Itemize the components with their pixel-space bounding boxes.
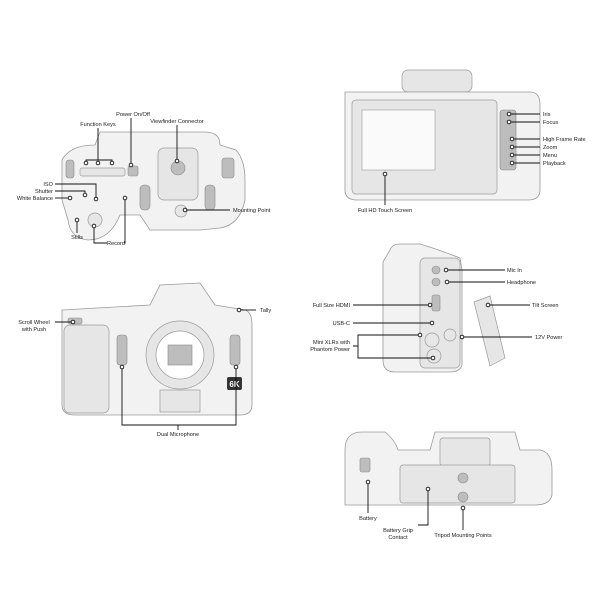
label-focus: Focus (543, 120, 558, 126)
label-12v-power: 12V Power (535, 335, 562, 341)
bottom-view (344, 431, 553, 506)
label-shutter: Shutter (35, 189, 53, 195)
label-usbc: USB-C (333, 321, 350, 327)
label-xlr-2: Phantom Power (310, 347, 350, 353)
label-power: Power On/Off (116, 112, 150, 118)
front-view: 6K (61, 282, 253, 416)
touch-screen (361, 109, 436, 171)
front-view-callouts: Tally Scroll Wheel with Push Dual Microp… (18, 307, 271, 438)
label-hdmi: Full Size HDMI (313, 303, 351, 309)
label-scroll-wheel-2: with Push (21, 327, 46, 333)
label-viewfinder-connector: Viewfinder Connector (150, 119, 204, 125)
bottom-view-callouts: Battery Battery Grip Contact Tripod Moun… (359, 479, 492, 541)
side-view (382, 243, 506, 373)
label-playback: Playback (543, 161, 566, 167)
label-tripod: Tripod Mounting Points (434, 533, 492, 539)
label-mic-in: Mic In (507, 268, 522, 274)
label-mounting-point: Mounting Point (233, 208, 271, 214)
6k-badge: 6K (229, 380, 239, 389)
tilt-screen (473, 295, 506, 367)
label-tilt-screen: Tilt Screen (532, 303, 559, 309)
label-battery: Battery (359, 516, 377, 522)
top-view-callouts: Function Keys Power On/Off Viewfinder Co… (17, 112, 271, 247)
back-view (344, 69, 541, 201)
label-iris: Iris (543, 112, 551, 118)
label-grip-contact-2: Contact (388, 535, 408, 541)
back-view-callouts: Iris Focus High Frame Rate Zoom Menu Pla… (358, 111, 586, 214)
label-stills: Stills (71, 235, 83, 241)
label-headphone: Headphone (507, 280, 536, 286)
label-touch-screen: Full HD Touch Screen (358, 208, 412, 214)
label-dual-microphone: Dual Microphone (157, 432, 199, 438)
label-zoom: Zoom (543, 145, 558, 151)
label-menu: Menu (543, 153, 557, 159)
label-tally: Tally (260, 308, 271, 314)
label-record: Record (107, 241, 125, 247)
label-xlr-1: Mini XLRs with (313, 340, 350, 346)
label-white-balance: White Balance (17, 196, 53, 202)
label-high-frame-rate: High Frame Rate (543, 137, 586, 143)
label-scroll-wheel-1: Scroll Wheel (18, 320, 49, 326)
top-view (61, 131, 246, 241)
side-view-callouts: Mic In Headphone Tilt Screen Full Size H… (310, 267, 562, 361)
label-iso: ISO (43, 182, 53, 188)
label-grip-contact-1: Battery Grip (383, 528, 413, 534)
label-function-keys: Function Keys (80, 122, 116, 128)
